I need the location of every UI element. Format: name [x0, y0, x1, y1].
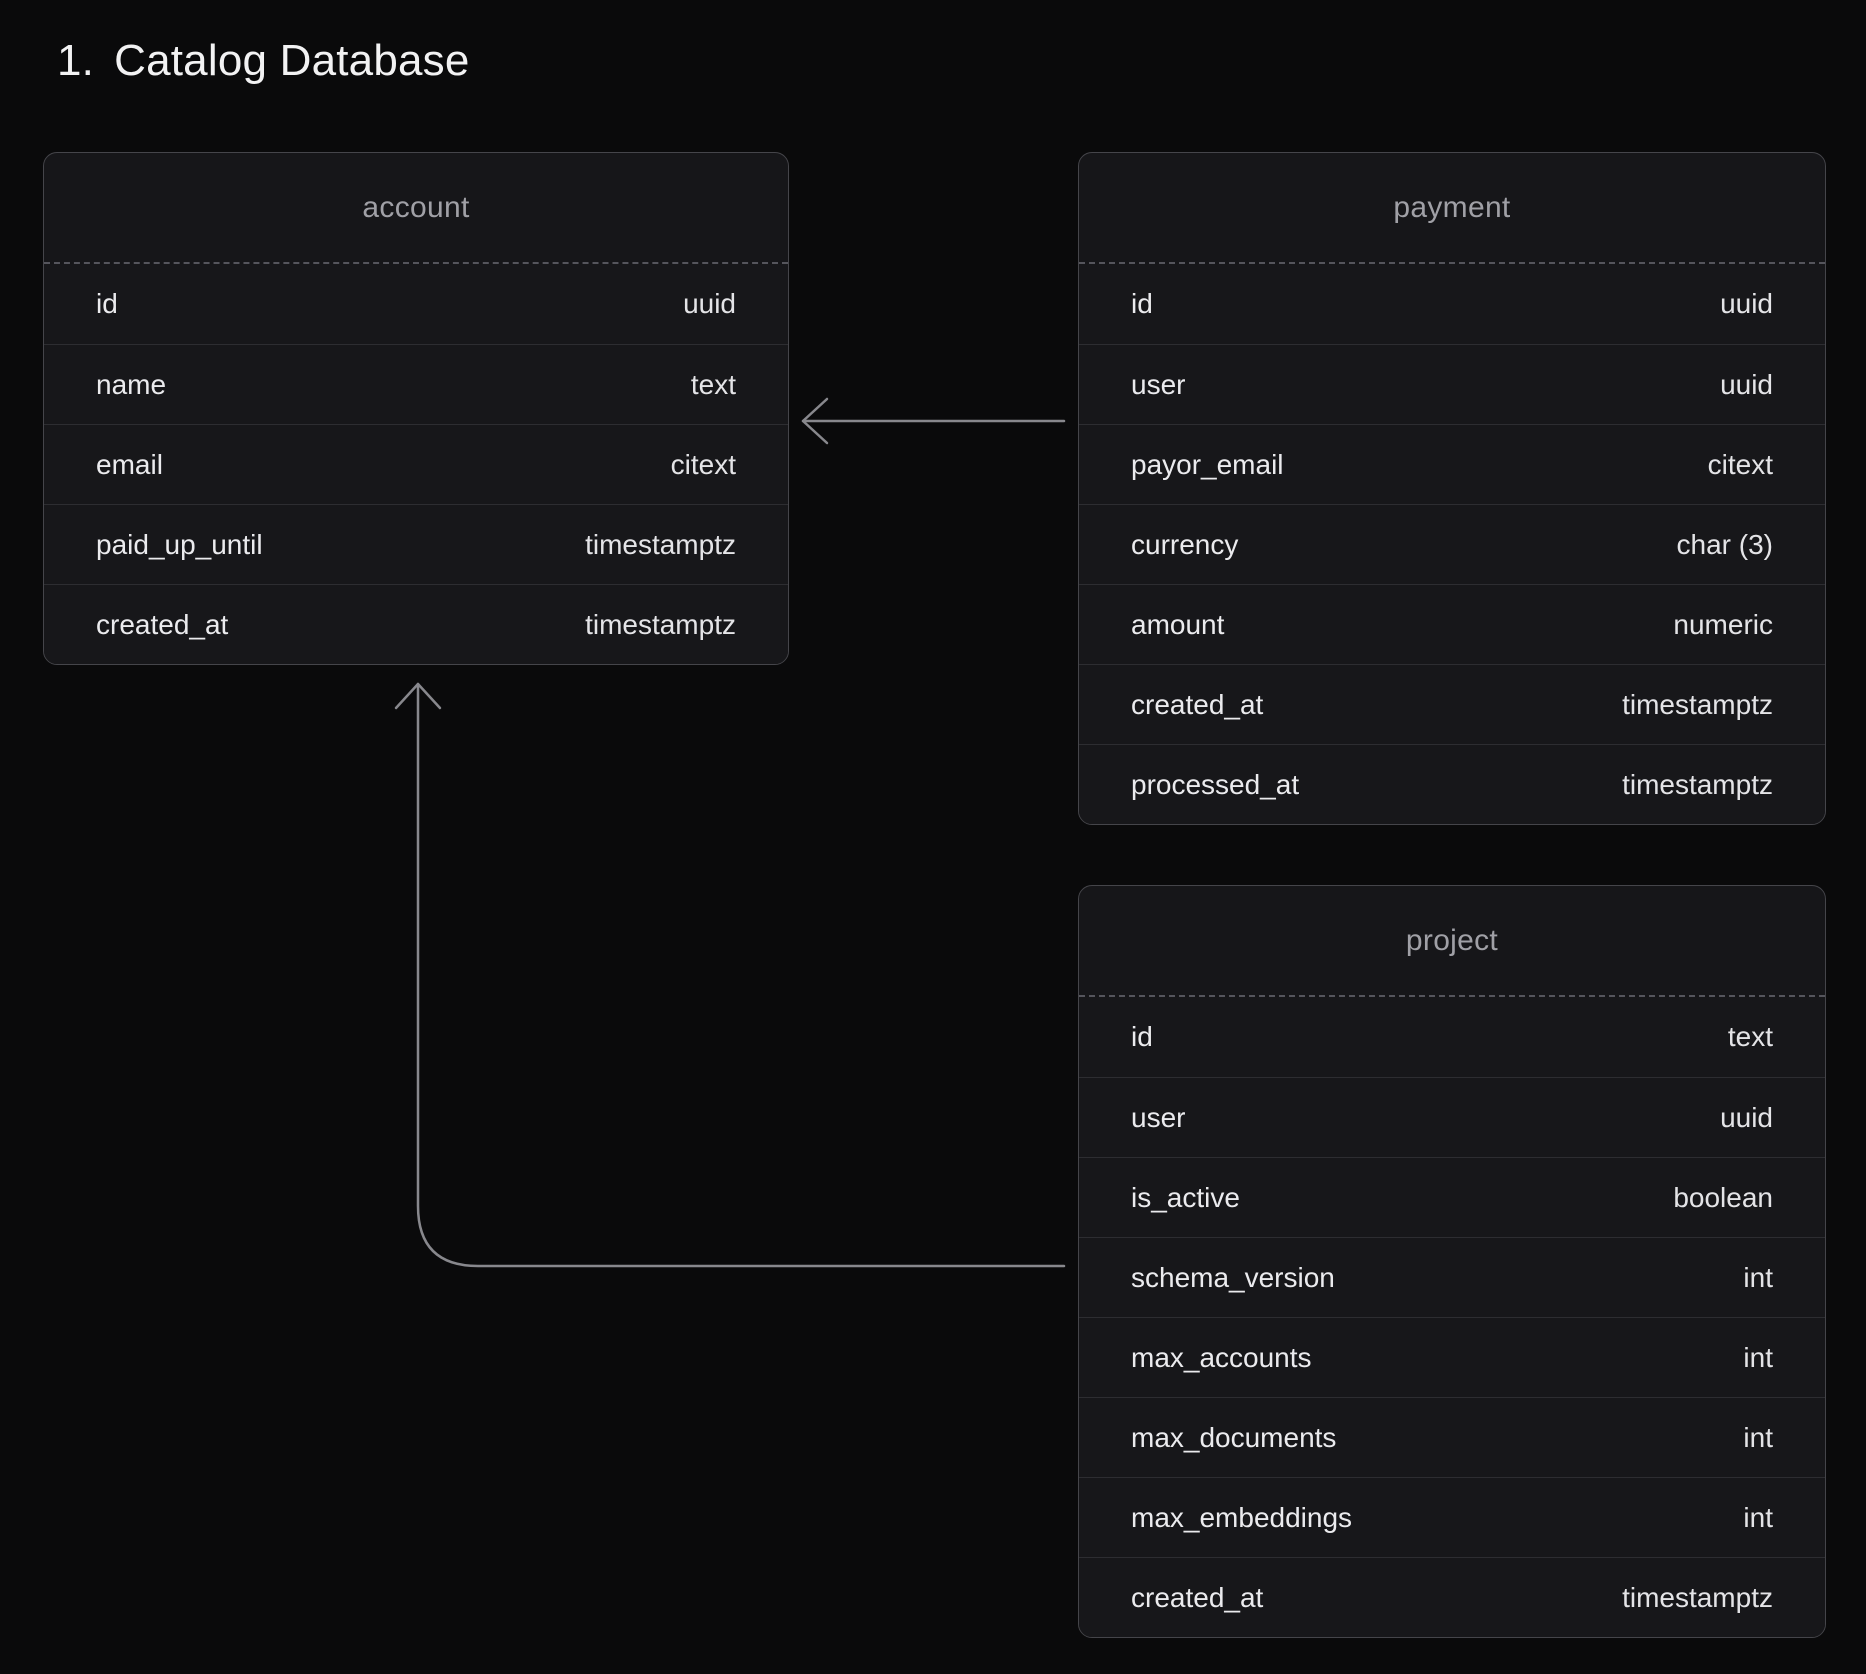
field-type: timestamptz [585, 608, 736, 640]
field-type: timestamptz [1622, 688, 1773, 720]
table-row: payor_email citext [1079, 424, 1825, 504]
table-node-payment[interactable]: payment id uuid user uuid payor_email ci… [1078, 152, 1826, 825]
field-name: max_accounts [1131, 1341, 1312, 1373]
table-rows: id uuid user uuid payor_email citext cur… [1079, 264, 1825, 824]
page-title: 1. Catalog Database [57, 36, 470, 86]
field-name: payor_email [1131, 448, 1284, 480]
field-name: user [1131, 1101, 1186, 1133]
table-row: id uuid [1079, 264, 1825, 344]
table-row: created_at timestamptz [1079, 1557, 1825, 1637]
field-name: processed_at [1131, 768, 1300, 800]
table-row: is_active boolean [1079, 1157, 1825, 1237]
field-type: int [1743, 1341, 1773, 1373]
table-row: max_embeddings int [1079, 1477, 1825, 1557]
table-row: amount numeric [1079, 584, 1825, 664]
table-row: processed_at timestamptz [1079, 744, 1825, 824]
title-text: Catalog Database [114, 36, 470, 85]
field-name: paid_up_until [96, 528, 263, 560]
table-header-payment: payment [1079, 153, 1825, 264]
table-row: max_accounts int [1079, 1317, 1825, 1397]
table-name: payment [1393, 190, 1511, 224]
field-type: text [690, 368, 736, 400]
table-row: email citext [44, 424, 788, 504]
arrowhead-left-icon [801, 397, 829, 445]
field-name: created_at [1131, 1581, 1264, 1613]
table-name: account [362, 190, 470, 224]
title-number: 1. [57, 36, 95, 85]
table-row: user uuid [1079, 1077, 1825, 1157]
table-row: created_at timestamptz [44, 584, 788, 664]
table-row: id uuid [44, 264, 788, 344]
table-row: paid_up_until timestamptz [44, 504, 788, 584]
table-row: created_at timestamptz [1079, 664, 1825, 744]
field-type: char (3) [1676, 528, 1773, 560]
field-name: created_at [1131, 688, 1264, 720]
field-type: citext [1707, 448, 1773, 480]
field-type: text [1727, 1021, 1773, 1052]
table-node-project[interactable]: project id text user uuid is_active bool… [1078, 885, 1826, 1638]
table-row: user uuid [1079, 344, 1825, 424]
field-type: int [1743, 1261, 1773, 1293]
table-row: schema_version int [1079, 1237, 1825, 1317]
field-name: name [96, 368, 167, 400]
field-type: citext [670, 448, 736, 480]
field-name: email [96, 448, 163, 480]
field-name: schema_version [1131, 1261, 1335, 1293]
table-name: project [1405, 923, 1499, 957]
field-name: is_active [1131, 1181, 1240, 1213]
field-type: int [1743, 1421, 1773, 1453]
table-row: max_documents int [1079, 1397, 1825, 1477]
table-rows: id uuid name text email citext paid_up_u… [44, 264, 788, 664]
field-name: currency [1131, 528, 1239, 560]
connector-project-to-account [416, 682, 1066, 1268]
field-type: uuid [1720, 288, 1773, 319]
field-name: created_at [96, 608, 229, 640]
table-row: name text [44, 344, 788, 424]
field-name: amount [1131, 608, 1225, 640]
arrowhead-up-icon [394, 682, 442, 710]
table-header-account: account [44, 153, 788, 264]
field-type: timestamptz [1622, 1581, 1773, 1613]
field-type: uuid [1720, 1101, 1773, 1133]
field-name: id [1131, 1021, 1153, 1052]
field-name: max_documents [1131, 1421, 1337, 1453]
field-type: numeric [1673, 608, 1773, 640]
field-type: uuid [683, 288, 736, 319]
field-name: max_embeddings [1131, 1501, 1353, 1533]
table-node-account[interactable]: account id uuid name text email citext p… [43, 152, 789, 665]
field-type: timestamptz [1622, 768, 1773, 800]
field-type: timestamptz [585, 528, 736, 560]
field-type: uuid [1720, 368, 1773, 400]
field-type: boolean [1673, 1181, 1773, 1213]
table-row: currency char (3) [1079, 504, 1825, 584]
field-type: int [1743, 1501, 1773, 1533]
table-header-project: project [1079, 886, 1825, 997]
field-name: id [1131, 288, 1153, 319]
table-rows: id text user uuid is_active boolean sche… [1079, 997, 1825, 1637]
field-name: id [96, 288, 118, 319]
table-row: id text [1079, 997, 1825, 1077]
field-name: user [1131, 368, 1186, 400]
